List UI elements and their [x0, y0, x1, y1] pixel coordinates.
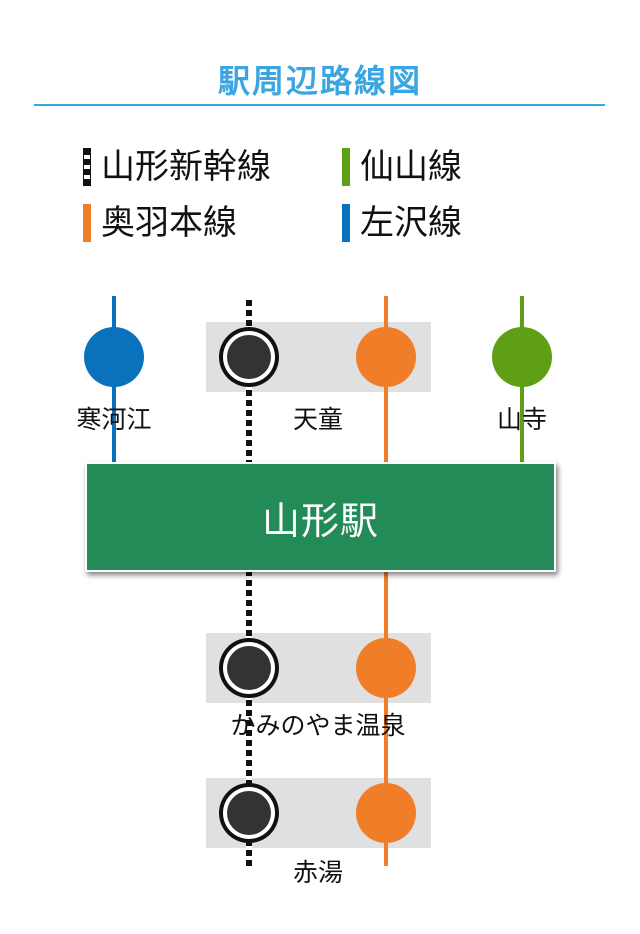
akayu-shinkansen-marker: [227, 791, 271, 835]
shinkansen-line-south: [246, 568, 252, 866]
title-rule: [34, 104, 605, 106]
yamagata-station-box: 山形駅: [85, 462, 556, 572]
legend-label-senzan: 仙山線: [360, 147, 462, 187]
legend-label-ou-main: 奥羽本線: [101, 203, 237, 243]
legend-label-aterazawa: 左沢線: [360, 203, 462, 243]
ou-main-swatch: [83, 204, 91, 242]
tendo-shinkansen-marker: [227, 335, 271, 379]
station-label-tendo: 天童: [292, 405, 343, 434]
station-label-yamadera: 山寺: [496, 405, 547, 434]
aterazawa-swatch: [342, 204, 350, 242]
legend-label-shinkansen: 山形新幹線: [101, 147, 271, 187]
yamadera-marker: [492, 327, 552, 387]
akayu-ou-marker: [356, 783, 416, 843]
station-label-kaminoyama: かみのやま温泉: [230, 711, 406, 740]
legend-ou-main: 奥羽本線: [83, 203, 237, 243]
shinkansen-swatch: [83, 148, 91, 186]
main-station-label: 山形駅: [261, 498, 379, 543]
senzan-swatch: [342, 148, 350, 186]
kaminoyama-ou-marker: [356, 638, 416, 698]
station-label-akayu: 赤湯: [292, 858, 343, 887]
legend-aterazawa: 左沢線: [342, 203, 462, 243]
ou-main-line-south: [384, 568, 388, 866]
legend-senzan: 仙山線: [342, 147, 462, 187]
kaminoyama-shinkansen-marker: [227, 646, 271, 690]
page-title: 駅周辺路線図: [217, 62, 422, 100]
legend-yamagata-shinkansen: 山形新幹線: [83, 147, 271, 187]
tendo-ou-marker: [356, 327, 416, 387]
sagae-marker: [84, 327, 144, 387]
station-label-sagae: 寒河江: [76, 405, 152, 434]
